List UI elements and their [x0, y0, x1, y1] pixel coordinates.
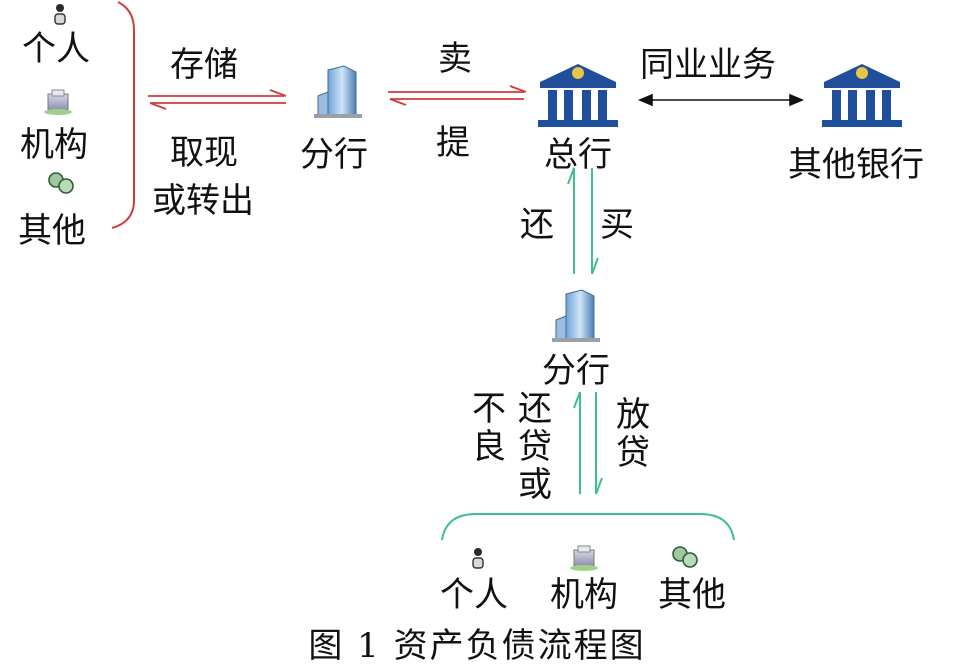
node-bottom-other: 其他 — [658, 575, 726, 615]
edge-lend-label-2: 贷 — [616, 433, 650, 473]
edge-interbank-label: 同业业务 — [640, 45, 776, 85]
node-top-institution: 机构 — [20, 125, 88, 165]
edge-repay-up-label: 还 — [520, 205, 554, 245]
node-branch-top: 分行 — [300, 135, 368, 175]
sell-draw-arrows — [388, 85, 527, 106]
node-head-office: 总行 — [544, 135, 612, 175]
branch-building-icon — [314, 65, 362, 118]
edge-bad-label-2: 良 — [472, 427, 506, 467]
edge-sell-label: 卖 — [438, 39, 472, 79]
institution-icon — [570, 545, 598, 571]
bank-icon — [538, 64, 618, 127]
other-icon — [48, 172, 74, 194]
edge-repay-loan-label-2: 贷 — [518, 427, 552, 467]
left-group-bracket — [111, 1, 135, 229]
edge-repay-loan-label-1: 还 — [518, 389, 552, 429]
figure-caption: 图 1 资产负债流程图 — [308, 626, 646, 666]
bank-icon — [822, 64, 902, 127]
person-icon — [54, 4, 66, 25]
edge-repay-loan-label-3: 或 — [518, 465, 552, 505]
person-icon — [472, 548, 484, 569]
institution-icon — [44, 89, 72, 115]
branch-building-icon — [552, 289, 600, 342]
repay-buy-arrows — [567, 167, 599, 275]
edge-deposit-label: 存储 — [170, 45, 238, 85]
node-top-other: 其他 — [18, 211, 86, 251]
node-bottom-institution: 机构 — [550, 575, 618, 615]
edge-bad-label-1: 不 — [472, 389, 506, 429]
other-icon — [672, 546, 698, 568]
node-top-person: 个人 — [22, 29, 90, 69]
interbank-arrow — [637, 93, 805, 107]
node-branch-bottom: 分行 — [542, 351, 610, 391]
edge-draw-label: 提 — [436, 123, 470, 163]
bottom-group-bracket — [441, 513, 735, 541]
edge-buy-label: 买 — [600, 205, 634, 245]
node-other-banks: 其他银行 — [788, 145, 924, 185]
deposit-withdraw-arrows — [148, 89, 287, 110]
node-bottom-person: 个人 — [440, 575, 508, 615]
edge-withdraw-label-2: 或转出 — [152, 181, 254, 221]
edge-lend-label-1: 放 — [616, 395, 650, 435]
edge-withdraw-label-1: 取现 — [170, 133, 238, 173]
lend-repay-arrows — [573, 391, 603, 495]
